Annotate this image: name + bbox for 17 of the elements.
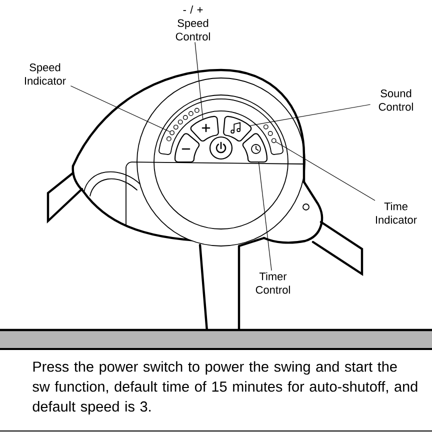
callout-label: - / + Speed Control — [176, 6, 210, 40]
caption: Press the power switch to power the swing and start the sw function, default time of 15 minutes for auto-shutoff, and default speed is 3. — [32, 361, 418, 414]
callout-label: Timer Control — [256, 272, 290, 294]
indicator-light — [170, 130, 174, 136]
leader-line — [258, 162, 272, 271]
leader-line — [249, 104, 371, 126]
callout-label: Sound Control — [378, 89, 413, 111]
indicator-light — [271, 138, 276, 144]
leader-line — [276, 142, 376, 201]
device-button — [242, 133, 268, 163]
callout-label: Speed Indicator — [25, 63, 66, 85]
leader-line — [70, 86, 170, 132]
leader-line — [194, 42, 204, 120]
callout-label: Time Indicator — [376, 202, 417, 224]
device-button — [223, 116, 252, 142]
device-button — [174, 133, 200, 163]
device-button — [190, 116, 219, 142]
